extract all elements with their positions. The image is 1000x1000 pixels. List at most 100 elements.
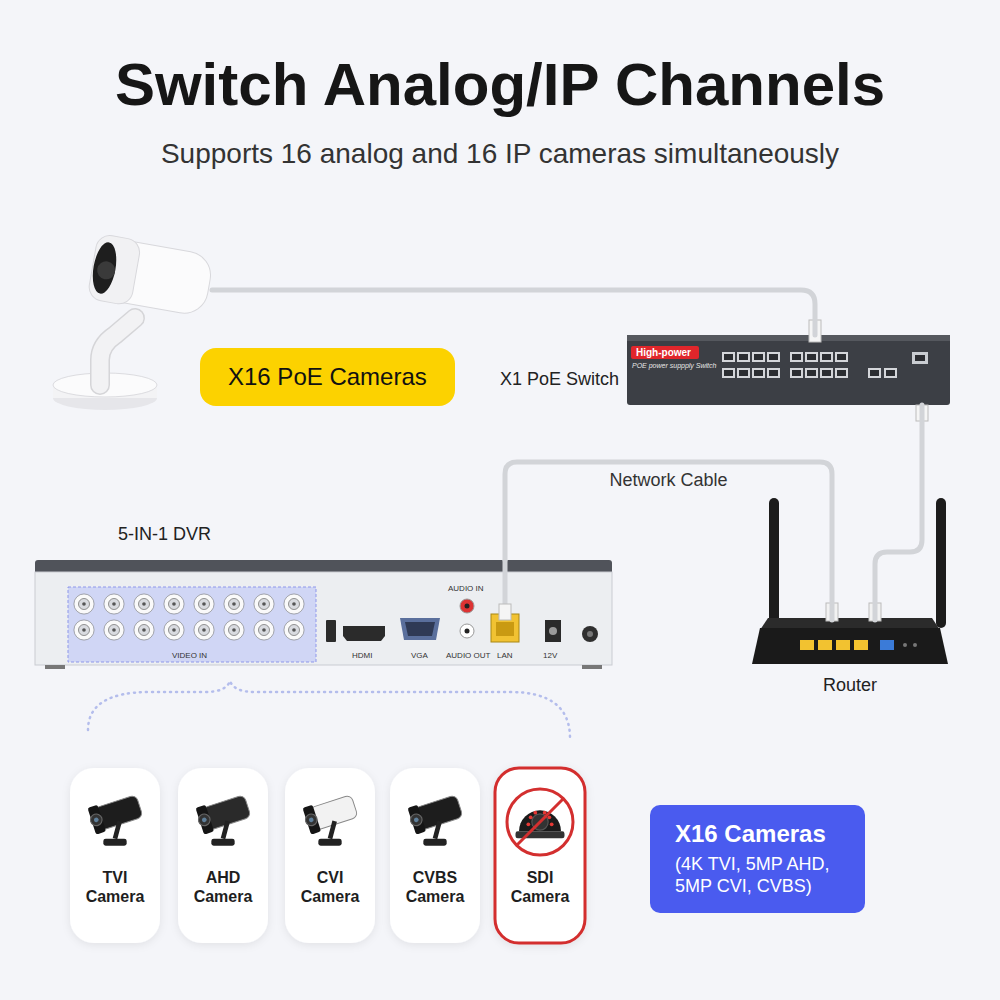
router: Router: [755, 620, 945, 666]
dvr-art: [224, 620, 244, 640]
poe-camera-art: [87, 233, 215, 318]
poe-switch-art: [737, 368, 750, 378]
poe-camera-art: [87, 233, 142, 306]
dvr-art: [405, 622, 435, 636]
port-label: VIDEO IN: [172, 651, 207, 661]
router-art: [769, 498, 779, 628]
poe-switch-art: [627, 335, 950, 341]
poe-switch-art: [627, 320, 950, 421]
input-bracket: [88, 681, 570, 738]
poe-switch-art: [737, 352, 750, 362]
dvr-art: [284, 594, 304, 614]
camera-cards-art: [301, 792, 358, 845]
poe-switch-art: [767, 368, 780, 378]
camera-cards-art: [285, 768, 375, 943]
dvr-art: [284, 620, 304, 640]
port-label: HDMI: [352, 651, 372, 661]
port-label: AUDIO OUT: [446, 651, 490, 661]
edge-label: Network Cable: [605, 470, 731, 491]
poe-switch-art: [884, 368, 897, 378]
poe-switch-art: [868, 368, 881, 378]
dvr-art: [134, 594, 154, 614]
dvr: 5-IN-1 DVRAUDIO INVIDEO INHDMIVGAAUDIO O…: [35, 560, 612, 665]
poe-switch-art: [752, 352, 765, 362]
dvr-art: [465, 604, 470, 609]
subtitle: Supports 16 analog and 16 IP cameras sim…: [161, 137, 839, 171]
dvr-art: [134, 620, 154, 640]
camera-type-card: CVI Camera: [285, 768, 375, 943]
camera-type-label: SDI Camera: [500, 868, 580, 906]
poe-switch-art: [790, 352, 803, 362]
router-label: Router: [755, 675, 945, 697]
camera-cards-art: [70, 768, 160, 943]
poe-camera-art: [89, 240, 120, 295]
router-art: [936, 498, 946, 628]
dvr-art: [549, 627, 557, 635]
dvr-art: [499, 604, 511, 620]
poe-switch-art: [790, 368, 803, 378]
port-label: VGA: [411, 651, 428, 661]
port-label: 12V: [543, 651, 557, 661]
camera-count-badge: X16 PoE Cameras: [200, 348, 455, 406]
dvr-art: [503, 560, 508, 606]
dvr-art: [326, 620, 336, 642]
dvr-art: [104, 594, 124, 614]
dvr-art: [545, 620, 561, 642]
dvr-label: 5-IN-1 DVR: [118, 524, 211, 546]
poe-camera-art: [53, 233, 215, 410]
dvr-art: [35, 572, 612, 665]
camera-cards-art: [516, 810, 565, 838]
poe-switch-art: [805, 352, 818, 362]
poe-camera: X16 PoE Cameras: [50, 235, 212, 410]
poe-switch-art: [912, 352, 928, 364]
router-art: [913, 643, 917, 647]
router-art: [752, 498, 948, 664]
camera-type-label: TVI Camera: [75, 868, 155, 906]
poe-camera-art: [96, 260, 117, 281]
dvr-art: [164, 594, 184, 614]
dvr-art: [587, 631, 593, 637]
switch-model-text: POE power suppply Switch: [632, 361, 716, 370]
poe-switch: X1 PoE SwitchHigh-powerPOE power suppply…: [627, 335, 950, 405]
summary-detail: (4K TVI, 5MP AHD, 5MP CVI, CVBS): [675, 853, 853, 897]
camera-cards-art: [390, 768, 480, 943]
router-art: [854, 640, 868, 650]
poe-switch-art: [722, 352, 735, 362]
router-art: [800, 640, 814, 650]
poe-switch-art: [835, 352, 848, 362]
router-art: [880, 640, 894, 650]
camera-cards-art: [178, 768, 268, 943]
dvr-art: [45, 665, 65, 669]
summary-heading: X16 Cameras: [675, 819, 853, 849]
camera-cards-art: [507, 789, 573, 855]
port-label: AUDIO IN: [448, 584, 484, 594]
dvr-art: [68, 587, 316, 662]
router-art: [818, 640, 832, 650]
poe-switch-art: [722, 368, 735, 378]
camera-type-label: CVBS Camera: [395, 868, 475, 906]
camera-type-label: CVI Camera: [290, 868, 370, 906]
switch-label: X1 PoE Switch: [500, 369, 619, 391]
network-cable: [212, 290, 815, 335]
poe-camera-art: [100, 318, 135, 385]
poe-camera-art: [100, 318, 135, 385]
router-art: [836, 640, 850, 650]
camera-cards-art: [406, 792, 463, 845]
dvr-art: [194, 594, 214, 614]
dvr-art: [460, 599, 474, 613]
dvr-art: [35, 560, 612, 669]
poe-switch-art: [820, 352, 833, 362]
dvr-art: [460, 624, 474, 638]
poe-switch-art: [835, 368, 848, 378]
dvr-art: [343, 626, 385, 641]
dvr-art: [254, 620, 274, 640]
dvr-art: [496, 622, 514, 636]
switch-brand-tag: High-power: [636, 346, 691, 359]
camera-cards-art: [86, 792, 143, 845]
dvr-art: [104, 620, 124, 640]
camera-cards-art: [495, 768, 585, 943]
router-art: [752, 628, 948, 664]
router-art: [903, 643, 907, 647]
